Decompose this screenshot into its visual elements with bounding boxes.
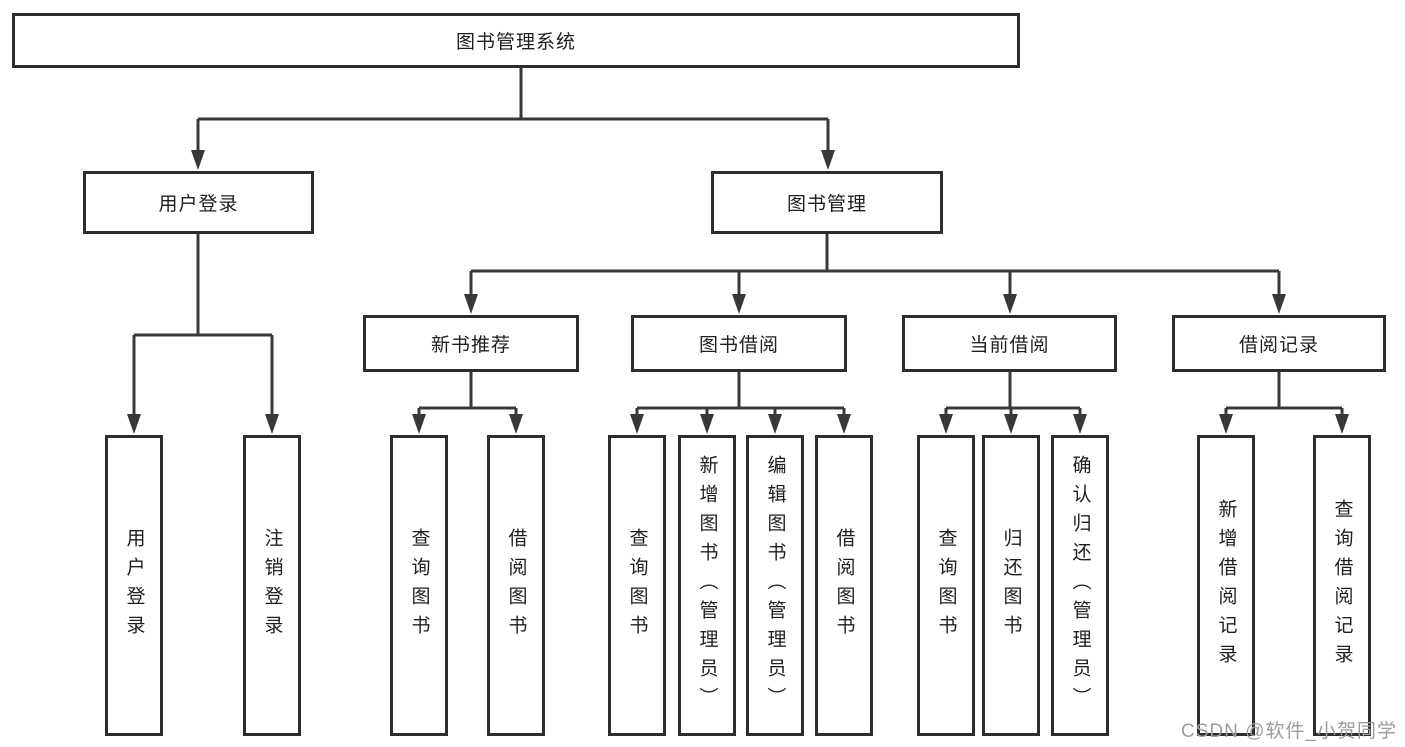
- leaf-borrow-add-books-admin: 新增图书（管理员）: [678, 435, 736, 736]
- leaf-current-query-books: 查询图书: [917, 435, 975, 736]
- watermark: CSDN @软件_小贺同学: [1181, 721, 1397, 742]
- node-borrowing-records: 借阅记录: [1172, 315, 1386, 372]
- leaf-records-query-record: 查询借阅记录: [1313, 435, 1371, 736]
- node-book-management: 图书管理: [711, 171, 943, 234]
- arrowheads: [127, 150, 1349, 434]
- leaf-recommend-query-books: 查询图书: [390, 435, 448, 736]
- leaf-borrow-edit-books-admin: 编辑图书（管理员）: [746, 435, 804, 736]
- node-user-login: 用户登录: [83, 171, 314, 234]
- node-current-borrowing: 当前借阅: [902, 315, 1117, 372]
- leaf-borrow-borrow-books: 借阅图书: [815, 435, 873, 736]
- leaf-current-return-books: 归还图书: [982, 435, 1040, 736]
- node-new-book-recommend: 新书推荐: [363, 315, 579, 372]
- leaf-user-login: 用户登录: [105, 435, 163, 736]
- leaf-records-add-record: 新增借阅记录: [1197, 435, 1255, 736]
- node-book-borrowing: 图书借阅: [631, 315, 847, 372]
- node-library-system: 图书管理系统: [12, 13, 1020, 68]
- leaf-recommend-borrow-books: 借阅图书: [487, 435, 545, 736]
- leaf-logout: 注销登录: [243, 435, 301, 736]
- leaf-current-confirm-return-admin: 确认归还（管理员）: [1051, 435, 1109, 736]
- leaf-borrow-query-books: 查询图书: [608, 435, 666, 736]
